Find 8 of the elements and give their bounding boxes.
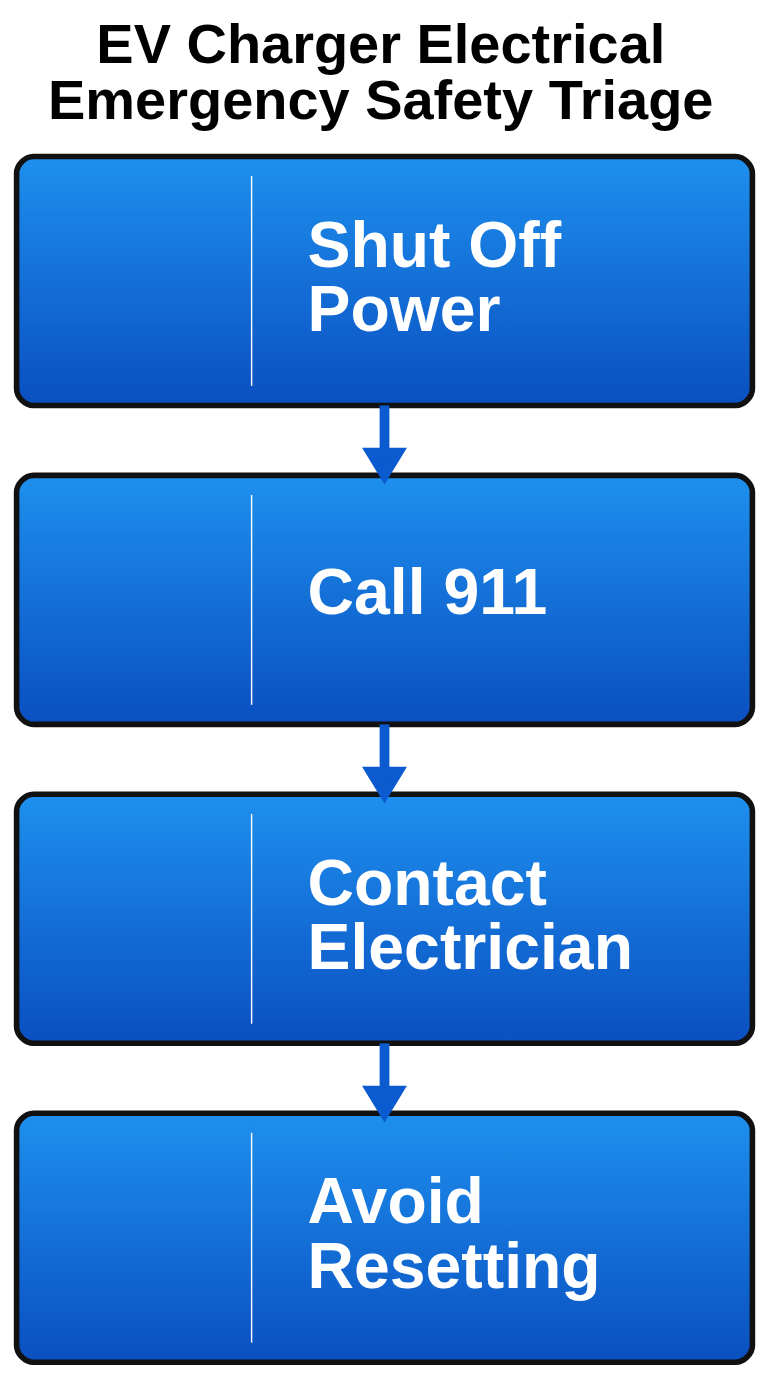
node-box: Shut Off Power xyxy=(13,153,755,409)
node-box: Call 911 xyxy=(13,472,755,728)
arrow xyxy=(361,724,407,804)
arrow xyxy=(361,1043,407,1123)
arrow xyxy=(361,405,407,485)
node-box: Contact Electrician xyxy=(13,791,755,1047)
diagram-title: EV Charger Electrical Emergency Safety Triage xyxy=(47,11,713,131)
node-box: Avoid Resetting xyxy=(13,1110,755,1366)
